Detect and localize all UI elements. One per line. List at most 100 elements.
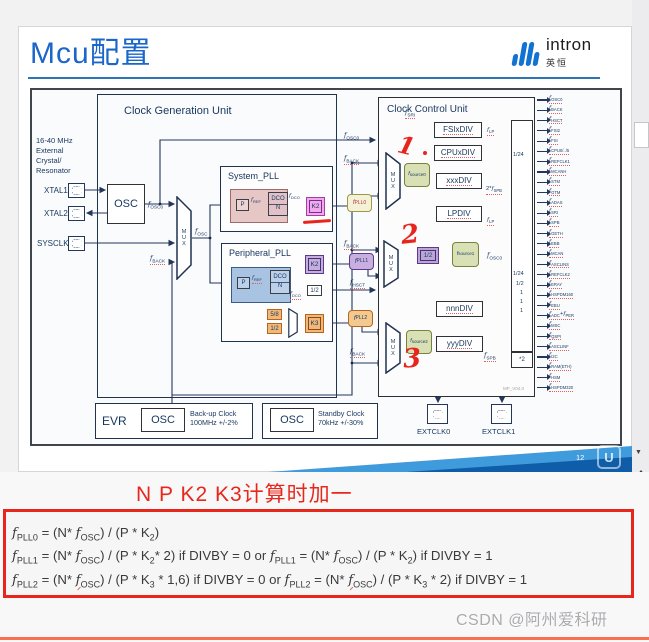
output-row: fASCLINF (537, 342, 623, 351)
pad-inner-icon (496, 409, 507, 419)
per-fref-label: fREF (252, 275, 262, 284)
crystal-note-line: 16-40 MHz (36, 136, 73, 145)
mid-fback2-label: fBACK (344, 240, 360, 251)
backup-clock-text: Back-up Clock 100MHz +/-2% (190, 409, 238, 427)
arrow-icon (537, 384, 551, 392)
output-row: fOSC0 (537, 95, 623, 104)
per-half-box: 1/2 (307, 285, 322, 296)
standby-osc-box: OSC (270, 408, 314, 432)
arrow-icon (537, 291, 551, 299)
red-note-text: N P K2 K3计算时加一 (136, 483, 353, 506)
arrow-icon (537, 363, 551, 371)
diagram-fineprint: MP_V04.0 (503, 386, 525, 391)
output-label: fHSPDM160 (549, 291, 574, 300)
bottom-divider (0, 637, 649, 640)
arrow-icon (537, 137, 551, 145)
bus-1a-label: 1 (520, 290, 524, 296)
output-row: fEBB (537, 239, 623, 248)
ccu-mux-2: MUX (383, 240, 399, 288)
arrow-icon (537, 230, 551, 237)
pad-inner-icon (71, 186, 82, 195)
output-label: fASCLINF (549, 342, 569, 351)
output-row: fADC+fPER (537, 311, 623, 320)
red-dot-annotation (423, 151, 427, 155)
output-row: fGTM (537, 188, 623, 197)
evr-label: EVR (102, 414, 127, 428)
fsri-label: fSRI (405, 109, 416, 120)
output-label: fASCLINS (549, 260, 569, 269)
per-fdco-label: fDCO (290, 291, 301, 300)
per-12-box: 1/2 (267, 323, 282, 334)
pin-label-xtal1: XTAL1 (44, 186, 68, 195)
output-row: fBACK (537, 105, 623, 115)
output-label: fHSCT (549, 116, 563, 125)
red-annotation-3: 3 (401, 343, 423, 375)
output-row: fHSPDM320 (537, 383, 623, 392)
xtal2-pad (68, 206, 85, 221)
cgu-mux: MUX (176, 196, 192, 280)
fsixdiv-box: FSIxDIV (434, 122, 482, 138)
2fspb-label: 2*fSPB (486, 186, 502, 195)
arrow-icon (537, 281, 551, 289)
nnndiv-box: nnnDIV (436, 301, 483, 317)
extclk0-pad (427, 404, 448, 424)
output-label: fRAM(ETH) (549, 362, 572, 372)
output-label: fGETH (549, 229, 563, 238)
wire-label-fback: fBACK (150, 255, 166, 266)
mid-fback3-label: fBACK (350, 348, 366, 359)
logo-text: intron (546, 35, 592, 54)
output-row: fHSCT (537, 116, 623, 125)
sys-dco-box: DCO N (268, 192, 288, 216)
mid-fback1-label: fBACK (344, 155, 360, 166)
per-dco-box: DCO N (270, 270, 290, 294)
per-k3-box: K3 (305, 314, 324, 333)
extclk1-label: EXTCLK1 (482, 427, 516, 436)
per-small-mux (288, 308, 298, 338)
output-label: fHSPDM320 (549, 383, 574, 392)
crystal-note-line: Crystal/ (36, 156, 62, 166)
corner-logo: U (597, 445, 621, 469)
output-label: fBACK (549, 105, 563, 115)
pad-inner-icon (71, 239, 82, 248)
title-underline (28, 77, 600, 79)
backup-osc-box: OSC (141, 408, 185, 432)
peripheral-pll-title: Peripheral_PLL (229, 248, 292, 258)
arrow-icon (537, 148, 551, 155)
mid-fhsct-label: fHSCT (350, 279, 366, 290)
arrow-icon (537, 353, 551, 361)
dropdown-icon[interactable]: ▼ (635, 449, 642, 456)
output-row: fGETH (537, 229, 623, 238)
sysclk-pad (68, 236, 85, 251)
bus-1b-label: 1 (520, 299, 524, 305)
output-label: fCPU0/../5 (549, 147, 570, 156)
ccu-title: Clock Control Unit (387, 104, 468, 115)
floating-panel-fragment (634, 122, 649, 148)
output-label: fOSC0 (549, 95, 563, 104)
pad-inner-icon (71, 209, 82, 218)
standby-clock-text: Standby Clock 70kHz +/-30% (318, 409, 365, 427)
output-row: fMSC (537, 321, 623, 331)
arrow-icon (537, 312, 551, 320)
ccu-mux-3: MUX (385, 322, 401, 374)
output-label: fREFCLK2 (549, 270, 570, 279)
arrow-icon (537, 333, 551, 340)
arrow-icon (537, 189, 551, 196)
formula-line: fPLL1 = (N* fOSC) / (P * K2* 2) if DIVBY… (12, 548, 493, 567)
formula-line: fPLL0 = (N* fOSC) / (P * K2) (12, 525, 160, 543)
output-label: fREFCLK1 (549, 157, 570, 166)
company-logo: intron 英恒 (511, 35, 592, 69)
logo-cn-text: 英恒 (546, 58, 569, 68)
bus-1c-label: 1 (520, 308, 524, 314)
x2-box: *2 (511, 352, 533, 368)
extclk0-label: EXTCLK0 (417, 427, 451, 436)
per-58-box: 5/8 (267, 309, 282, 320)
arrow-icon (537, 209, 551, 217)
output-row: fI2C (537, 352, 623, 361)
xxxdiv-box: xxxDIV (436, 173, 482, 189)
xtal1-pad (68, 183, 85, 198)
clock-generation-unit-box (97, 94, 337, 398)
yyydiv-box: yyyDIV (436, 336, 483, 352)
